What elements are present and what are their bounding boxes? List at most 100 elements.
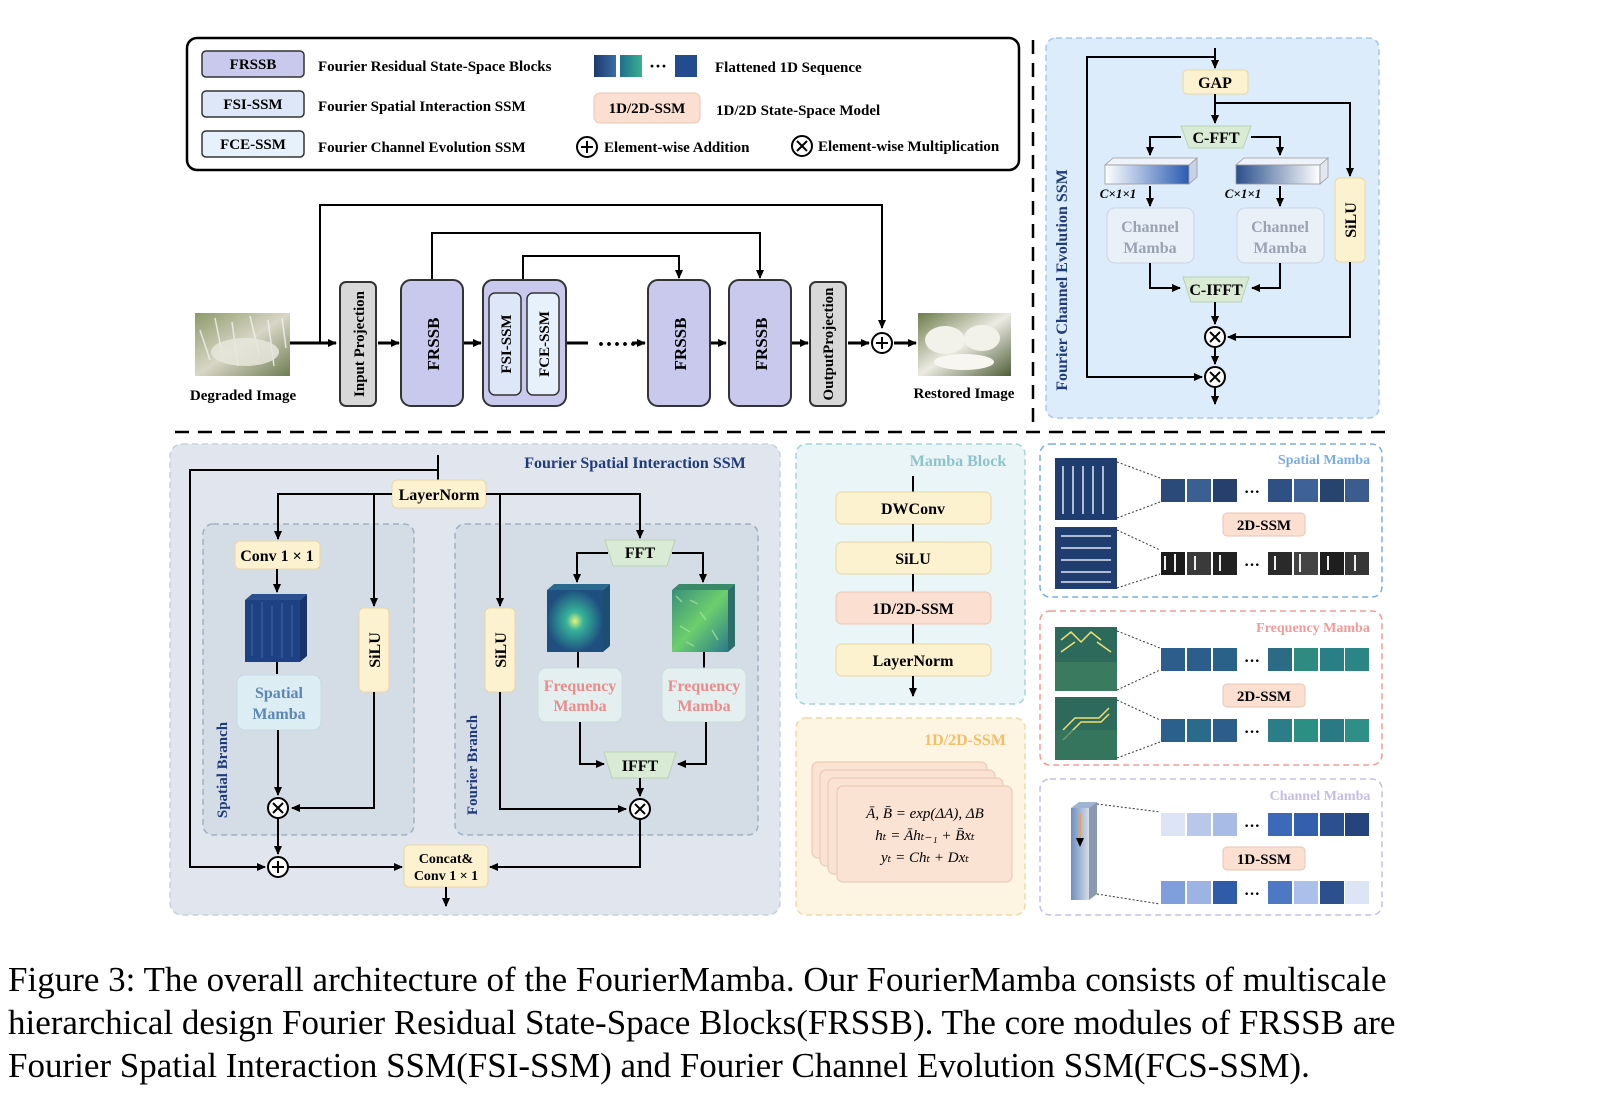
fsi-panel-title: Fourier Spatial Interaction SSM <box>524 455 745 472</box>
ssm-panel: 1D/2D-SSM Ā, B̄ = exp(ΔA), ΔB hₜ = Āhₜ₋₁… <box>795 717 1026 916</box>
fsi-add-icon <box>267 856 289 878</box>
fce-mul-icon-1 <box>1204 326 1226 348</box>
legend-frssb-abbr: FRSSB <box>230 57 277 73</box>
spatial-scan-horizontal-image <box>1055 527 1117 589</box>
frequency-scan-image-2 <box>1055 697 1117 760</box>
fce-mul-icon-2 <box>1204 366 1226 388</box>
spatial-seq-top <box>1161 479 1369 502</box>
spatial-ssm-label: 2D-SSM <box>1237 518 1291 534</box>
fsi-conv-label: Conv 1 × 1 <box>240 548 314 565</box>
output-projection <box>809 281 847 407</box>
fsi-fft-label: FFT <box>625 545 656 562</box>
legend-ssm-text: 1D/2D State-Space Model <box>716 103 880 119</box>
pipeline: Degraded Image ····· Input Projection FR… <box>190 204 1015 407</box>
spatial-ssm-box <box>1222 512 1306 537</box>
channel-tower-image <box>1071 802 1097 900</box>
fce-cifft-label: C-IFFT <box>1189 282 1243 299</box>
legend-seq-text: Flattened 1D Sequence <box>715 60 862 76</box>
frequency-seq-bottom <box>1161 719 1369 742</box>
legend-seq-cell-2 <box>620 55 642 77</box>
spatial-branch-label: Spatial Branch <box>215 721 231 818</box>
channel-dots-bottom: ··· <box>1244 886 1260 903</box>
caption-line-1: Figure 3: The overall architecture of th… <box>8 960 1387 999</box>
legend-fsi-swatch <box>201 90 305 118</box>
spatial-dots-top: ··· <box>1244 484 1260 501</box>
legend-add-text: Element-wise Addition <box>604 140 750 156</box>
frequency-dots-top: ··· <box>1244 653 1260 670</box>
fce-channel-mamba-1-line2: Mamba <box>1123 240 1176 257</box>
fsi-ifft-label: IFFT <box>622 758 659 775</box>
legend-mul-text: Element-wise Multiplication <box>818 139 1000 155</box>
frssb-block-3-label: FRSSB <box>671 318 690 371</box>
legend-add-icon <box>576 136 598 158</box>
legend-fce-text: Fourier Channel Evolution SSM <box>318 140 526 156</box>
channel-mamba-title: Channel Mamba <box>1270 789 1371 804</box>
legend: FRSSB Fourier Residual State-Space Block… <box>185 36 1021 172</box>
spatial-scan-vertical-image <box>1055 458 1117 520</box>
fsi-spatial-mamba-line2: Mamba <box>252 706 305 723</box>
pipeline-add-icon <box>871 332 893 354</box>
figure-caption: Figure 3: The overall architecture of th… <box>8 958 1598 1087</box>
degraded-image <box>195 313 290 376</box>
legend-ssm-swatch <box>593 92 701 124</box>
legend-fsi-text: Fourier Spatial Interaction SSM <box>318 99 526 115</box>
fsi-spatial-mamba-line1: Spatial <box>255 685 304 702</box>
fsi-ssm-label: FSI-SSM <box>499 314 515 373</box>
mamba-dwconv-label: DWConv <box>881 501 945 518</box>
ssm-equation-1: Ā, B̄ = exp(ΔA), ΔB <box>865 806 984 822</box>
fsi-frequency-mamba-2-line1: Frequency <box>668 678 741 695</box>
fce-ssm-block <box>526 292 560 396</box>
fce-ssm-label: FCE-SSM <box>537 311 553 377</box>
legend-frssb-text: Fourier Residual State-Space Blocks <box>318 59 552 75</box>
fsi-concat-line2: Conv 1 × 1 <box>414 869 478 884</box>
legend-ssm-abbr: 1D/2D-SSM <box>609 101 686 117</box>
frequency-mamba-panel: Frequency Mamba ··· 2D-SSM ··· <box>1039 610 1383 766</box>
fce-dim-label-2: C×1×1 <box>1225 186 1262 201</box>
fsi-concat-line1: Concat& <box>419 852 473 867</box>
fsi-ifft-box <box>603 751 677 779</box>
frequency-ssm-box <box>1222 683 1306 708</box>
frequency-ssm-label: 2D-SSM <box>1237 689 1291 705</box>
fce-panel-title: Fourier Channel Evolution SSM <box>1054 169 1071 391</box>
fce-cfft-label: C-FFT <box>1192 130 1239 147</box>
caption-line-2: hierarchical design Fourier Residual Sta… <box>8 1003 1396 1042</box>
legend-fce-abbr: FCE-SSM <box>220 137 286 153</box>
channel-ssm-box <box>1222 846 1306 871</box>
frssb-block-1-label: FRSSB <box>424 318 443 371</box>
fsi-amplitude-map <box>547 584 610 652</box>
mamba-block-panel: Mamba Block DWConv SiLU 1D/2D-SSM LayerN… <box>795 443 1026 705</box>
channel-dots-top: ··· <box>1244 818 1260 835</box>
fce-panel: Fourier Channel Evolution SSM GAP C-FFT … <box>1045 37 1380 419</box>
channel-seq-top <box>1161 813 1369 836</box>
legend-mul-icon <box>791 135 813 157</box>
spatial-seq-bottom <box>1161 552 1369 575</box>
degraded-image-label: Degraded Image <box>190 388 297 404</box>
fsi-frequency-mamba-2 <box>661 667 747 723</box>
restored-image <box>918 313 1011 376</box>
output-projection-label: OutputProjection <box>821 287 837 401</box>
legend-fce-swatch <box>201 130 305 158</box>
spatial-dots-bottom: ··· <box>1244 557 1260 574</box>
legend-seq-dots: ··· <box>649 56 667 76</box>
fsi-panel: Fourier Spatial Interaction SSM Spatial … <box>169 443 781 916</box>
legend-frssb-swatch <box>201 50 305 78</box>
frssb-block-4-label: FRSSB <box>752 318 771 371</box>
fce-channel-bar-1 <box>1103 157 1199 185</box>
fce-silu-label: SiLU <box>1343 202 1360 238</box>
ssm-panel-title: 1D/2D-SSM <box>924 732 1006 749</box>
spatial-feature-map <box>245 594 307 662</box>
fsi-silu-left-label: SiLU <box>367 632 384 668</box>
restored-image-label: Restored Image <box>914 386 1015 402</box>
fsi-phase-map <box>672 584 735 652</box>
frequency-scan-image-1 <box>1055 627 1117 691</box>
frequency-mamba-title: Frequency Mamba <box>1256 621 1370 636</box>
fce-gap-label: GAP <box>1198 75 1232 92</box>
fsi-fft-box <box>604 539 676 567</box>
fsi-spatial-mul-icon <box>267 797 289 819</box>
frequency-dots-bottom: ··· <box>1244 724 1260 741</box>
channel-mamba-panel: Channel Mamba ··· 1D-SSM ··· <box>1039 778 1383 916</box>
fsi-layernorm-label: LayerNorm <box>399 487 481 504</box>
fsi-frequency-mamba-1-line1: Frequency <box>544 678 617 695</box>
frequency-seq-top <box>1161 648 1369 671</box>
fce-channel-bar-2 <box>1234 157 1330 185</box>
